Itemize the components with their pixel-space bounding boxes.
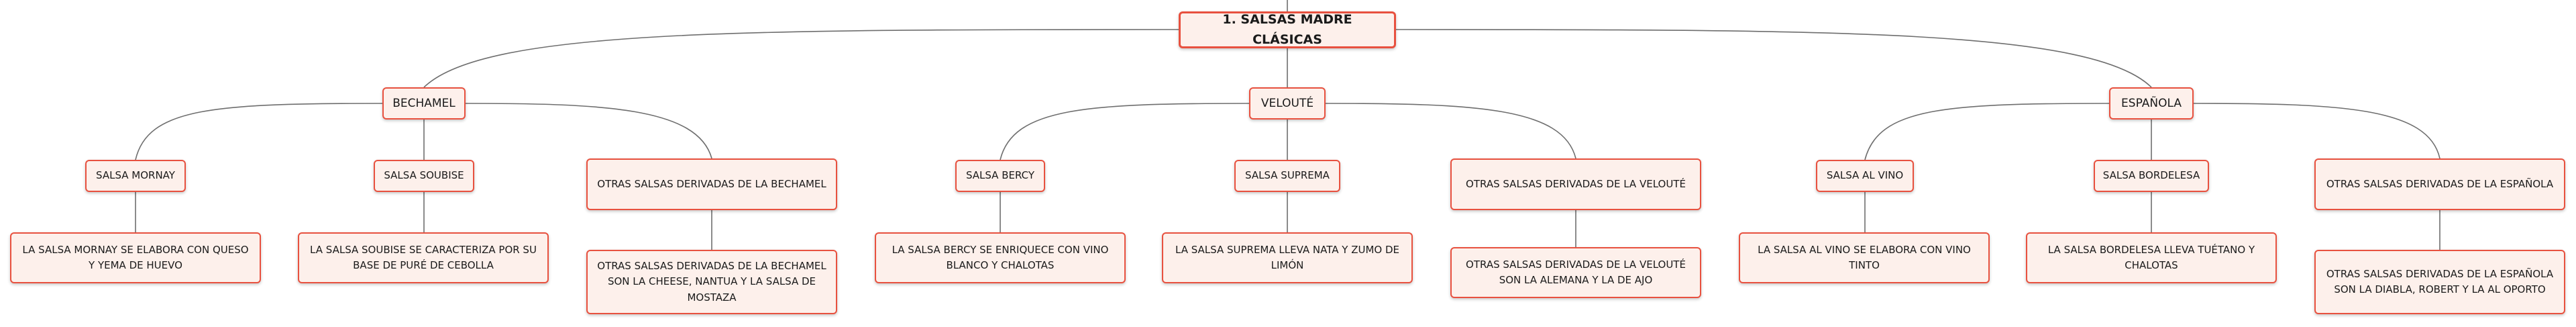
connector-espanola-vino bbox=[1864, 103, 2110, 160]
subnode-salsa-bercy[interactable]: SALSA BERCY bbox=[955, 160, 1045, 192]
connector-veloute-bercy bbox=[1000, 103, 1250, 160]
subnode-otras-veloute[interactable]: OTRAS SALSAS DERIVADAS DE LA VELOUTÉ bbox=[1450, 158, 1701, 210]
detail-salsa-mornay[interactable]: LA SALSA MORNAY SE ELABORA CON QUESO Y Y… bbox=[10, 232, 261, 283]
detail-salsa-bercy[interactable]: LA SALSA BERCY SE ENRIQUECE CON VINO BLA… bbox=[875, 232, 1126, 283]
detail-salsa-bordelesa[interactable]: LA SALSA BORDELESA LLEVA TUÉTANO Y CHALO… bbox=[2026, 232, 2277, 283]
subnode-salsa-soubise[interactable]: SALSA SOUBISE bbox=[374, 160, 474, 192]
branch-node-espanola[interactable]: ESPAÑOLA bbox=[2109, 87, 2194, 120]
connector-root-bechamel bbox=[423, 29, 1179, 88]
connector-bechamel-mornay bbox=[135, 103, 383, 160]
detail-salsa-al-vino[interactable]: LA SALSA AL VINO SE ELABORA CON VINO TIN… bbox=[1739, 232, 1990, 283]
detail-otras-veloute[interactable]: OTRAS SALSAS DERIVADAS DE LA VELOUTÉ SON… bbox=[1450, 247, 1701, 298]
detail-salsa-suprema[interactable]: LA SALSA SUPREMA LLEVA NATA Y ZUMO DE LI… bbox=[1162, 232, 1413, 283]
connector-veloute-otras bbox=[1325, 103, 1576, 159]
detail-salsa-soubise[interactable]: LA SALSA SOUBISE SE CARACTERIZA POR SU B… bbox=[298, 232, 549, 283]
branch-node-veloute[interactable]: VELOUTÉ bbox=[1249, 87, 1326, 120]
branch-node-bechamel[interactable]: BECHAMEL bbox=[382, 87, 466, 120]
detail-otras-espanola[interactable]: OTRAS SALSAS DERIVADAS DE LA ESPAÑOLA SO… bbox=[2314, 250, 2565, 314]
subnode-otras-espanola[interactable]: OTRAS SALSAS DERIVADAS DE LA ESPAÑOLA bbox=[2314, 158, 2565, 210]
subnode-salsa-al-vino[interactable]: SALSA AL VINO bbox=[1816, 160, 1914, 192]
subnode-salsa-mornay[interactable]: SALSA MORNAY bbox=[85, 160, 186, 192]
subnode-salsa-bordelesa[interactable]: SALSA BORDELESA bbox=[2094, 160, 2209, 192]
root-node[interactable]: 1. SALSAS MADRE CLÁSICAS bbox=[1179, 11, 1396, 48]
subnode-otras-bechamel[interactable]: OTRAS SALSAS DERIVADAS DE LA BECHAMEL bbox=[586, 158, 837, 210]
connector-espanola-otras bbox=[2193, 103, 2440, 159]
detail-otras-bechamel[interactable]: OTRAS SALSAS DERIVADAS DE LA BECHAMEL SO… bbox=[586, 250, 837, 314]
connector-bechamel-otras bbox=[465, 103, 712, 159]
subnode-salsa-suprema[interactable]: SALSA SUPREMA bbox=[1234, 160, 1340, 192]
connector-root-espanola bbox=[1395, 29, 2152, 88]
